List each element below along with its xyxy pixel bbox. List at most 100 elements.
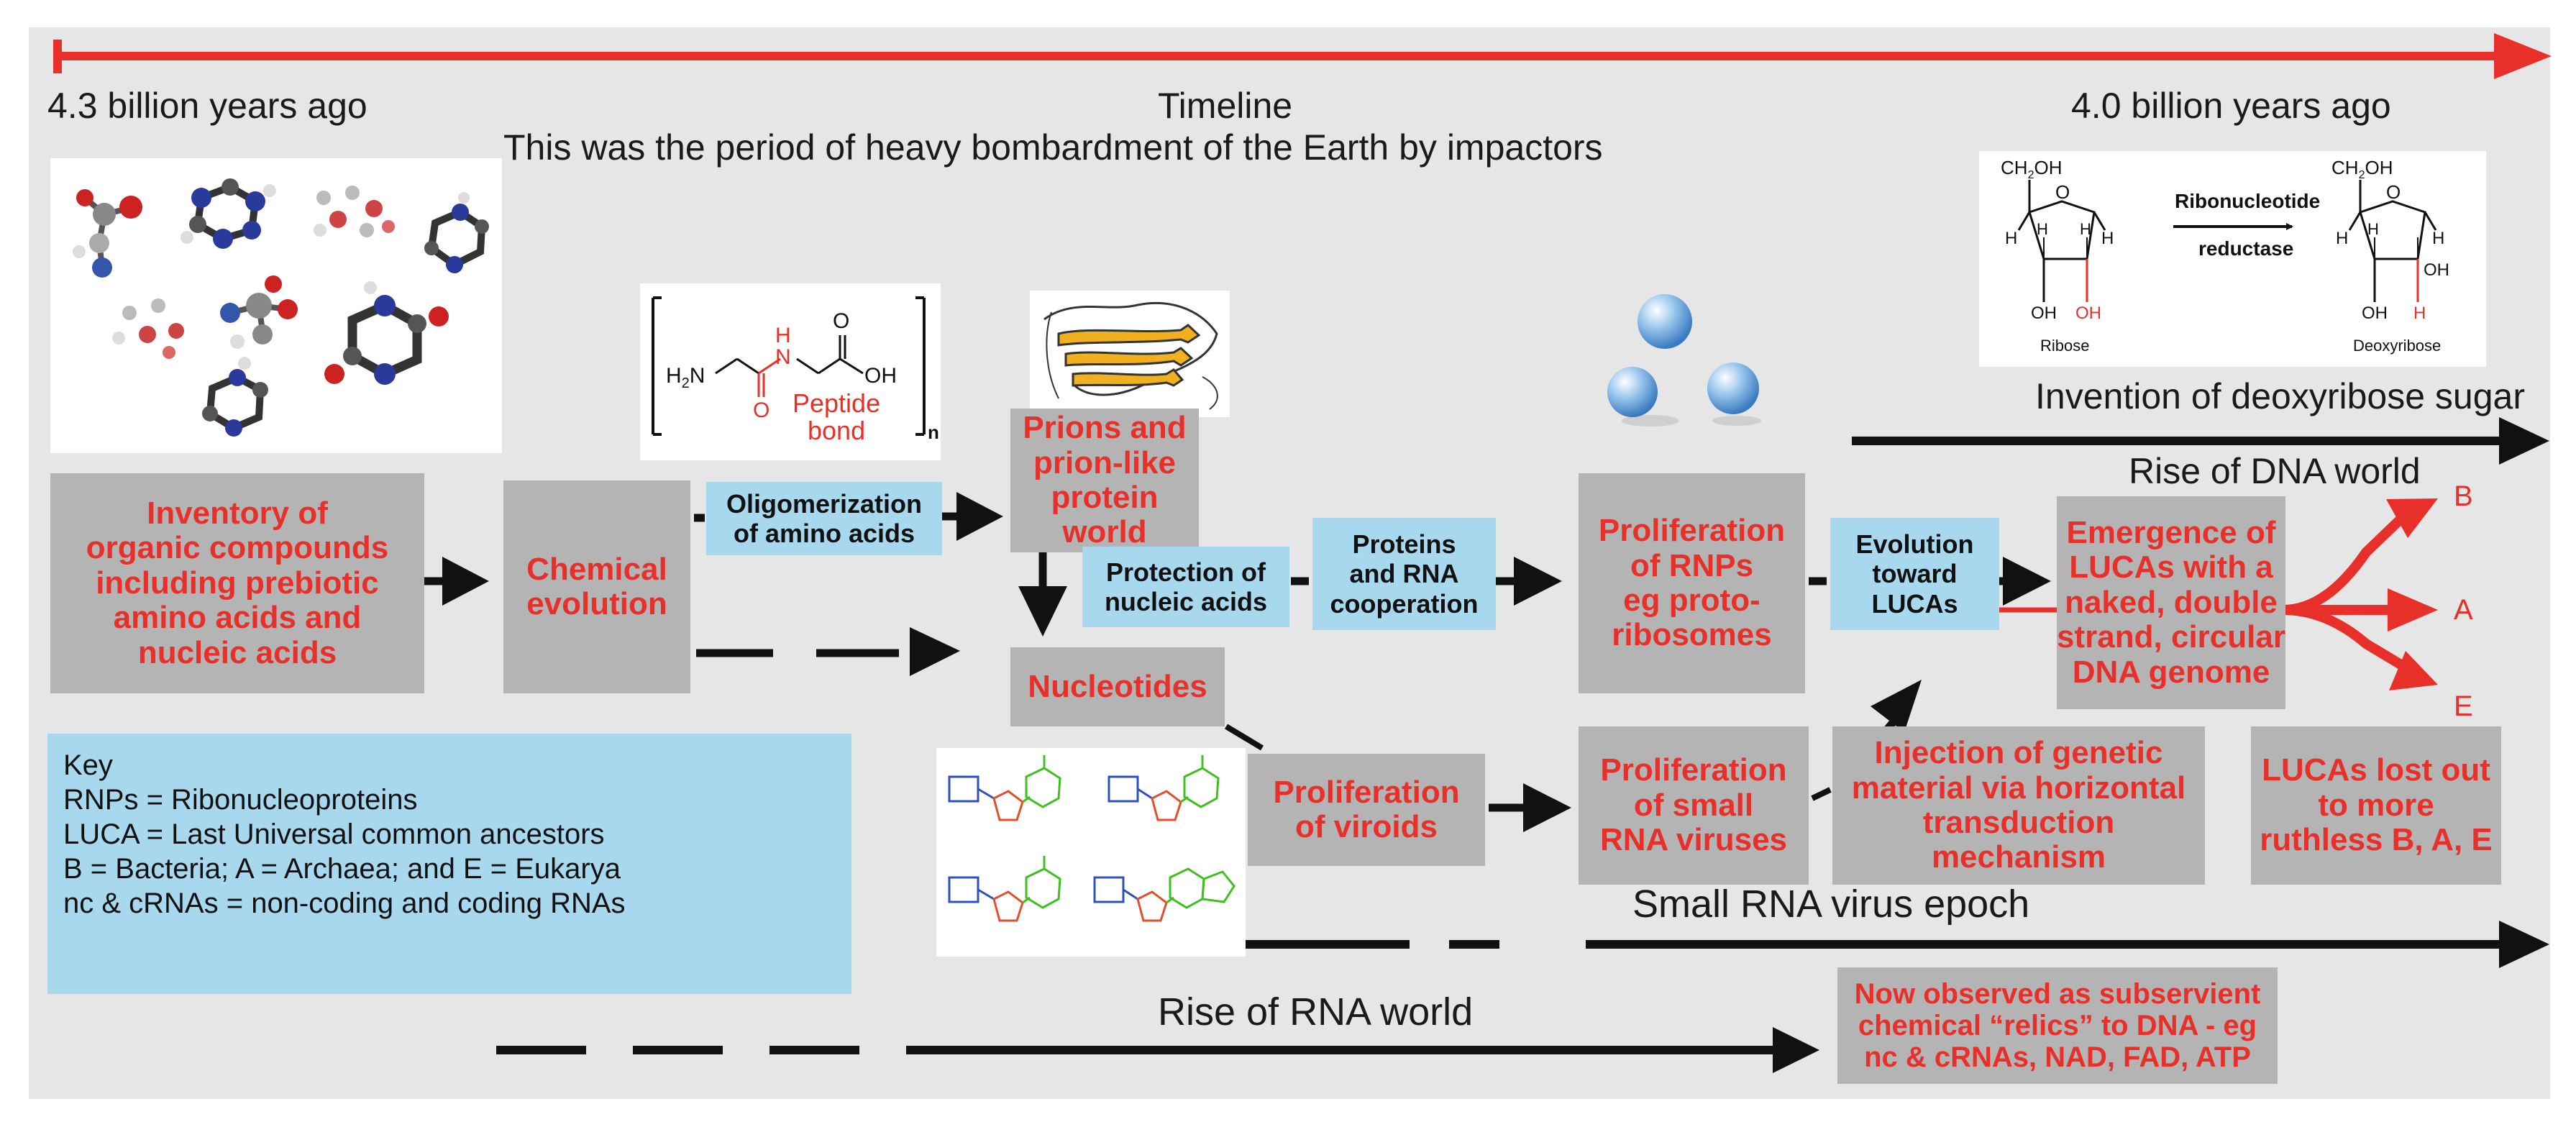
epoch-label-rna-world: Rise of RNA world: [1158, 990, 1474, 1034]
ribose-name: Ribose: [2040, 337, 2090, 355]
branch-label-bacteria: B: [2454, 480, 2473, 512]
ribose-h4: H: [2080, 220, 2091, 238]
molecule-purine-2: [202, 357, 268, 437]
molecule-sugar-2: [112, 298, 184, 359]
deoxyribose-h3: H: [2367, 220, 2379, 238]
nucleotides-image: [936, 748, 1246, 957]
sugar-structures: [2017, 180, 2437, 302]
deoxyribose-ring: [2348, 180, 2437, 302]
branch-arrow-e: [2389, 651, 2438, 690]
deoxyribose-ch2oh: CH2OH: [2331, 157, 2393, 182]
deoxyribose-h1: H: [2336, 229, 2349, 248]
molecule-sugar-1: [314, 186, 395, 237]
deoxyribose-oh1: OH: [2362, 304, 2388, 323]
arrow-evolution-to-emergence: [1999, 557, 2051, 606]
epoch-label-dna-world: Rise of DNA world: [2129, 451, 2421, 491]
peptide-structure: [652, 296, 926, 436]
arrow-chemical-to-nucleotides: [696, 627, 960, 676]
ribose-ring: [2017, 180, 2106, 302]
epoch-label-small-rna-virus: Small RNA virus epoch: [1632, 882, 2030, 926]
ribose-h2: H: [2101, 229, 2114, 248]
bubble-top: [1638, 294, 1692, 349]
enzyme-name-1: Ribonucleotide: [2175, 190, 2321, 212]
key-line-rnas: nc & cRNAs = non-coding and coding RNAs: [63, 888, 626, 919]
key-line-rnps: RNPs = Ribonucleoproteins: [63, 784, 418, 816]
deoxyribose-ring-o: O: [2386, 181, 2401, 203]
ribose-ch2oh: CH2OH: [2001, 157, 2063, 182]
deoxyribose-name: Deoxyribose: [2353, 337, 2442, 355]
timeline-end-label: 4.0 billion years ago: [2071, 86, 2391, 126]
ribose-deoxyribose-image: CH2OH O H H H H OH OH Ribose Ribonucleot…: [1979, 151, 2486, 367]
arrow-small-rna-epoch: [1244, 921, 2549, 968]
branch-lines: [1992, 498, 2438, 690]
key-legend: Key RNPs = Ribonucleoproteins LUCA = Las…: [47, 734, 851, 994]
deoxyribose-oh-side: OH: [2424, 260, 2449, 280]
timeline-subtitle: This was the period of heavy bombardment…: [503, 127, 1603, 168]
enzyme-name-2: reductase: [2198, 237, 2294, 260]
nucleotide-structures: [948, 755, 1236, 922]
branch-label-eukarya: E: [2454, 690, 2473, 722]
arrow-oligomerization-to-prions: [942, 492, 1003, 541]
ribose-oh1: OH: [2031, 304, 2057, 323]
arrow-viroids-to-small-rna: [1489, 783, 1571, 832]
molecule-amino-2: [220, 275, 298, 349]
bubble-left: [1607, 367, 1658, 417]
rnp-bubbles: [1607, 294, 1761, 427]
arrow-dna-world: [1852, 417, 2549, 465]
protein-ribbon: [1043, 301, 1218, 410]
peptide-oh-label: OH: [864, 364, 897, 388]
arrow-inventory-to-chemical: [424, 557, 489, 606]
nucleotide-1: [948, 755, 1061, 821]
arrow-rna-world: [496, 1027, 1819, 1073]
molecule-amino: [73, 189, 142, 278]
bubble-right: [1707, 362, 1759, 414]
ribose-h1: H: [2005, 229, 2018, 248]
nucleotide-3: [948, 856, 1061, 922]
protein-structure-image: [1030, 291, 1230, 417]
nucleotide-2: [1107, 755, 1220, 821]
peptide-repeat-n: n: [928, 421, 939, 443]
molecule-models: [73, 178, 489, 437]
molecules-image: [50, 158, 502, 453]
ribose-ring-o: O: [2055, 181, 2070, 203]
arrow-nucleotides-to-viroids: [1224, 724, 1264, 751]
molecule-purine-1: [181, 178, 276, 249]
branch-label-archaea: A: [2454, 594, 2473, 626]
timeline-bar: [53, 33, 2552, 79]
arrow-proteins-to-rnps: [1496, 557, 1562, 606]
peptide-acid-o: O: [833, 309, 850, 333]
peptide-carbonyl-o: O: [753, 398, 770, 422]
molecule-pyrimidine-2: [324, 281, 449, 385]
ribose-oh2: OH: [2075, 304, 2101, 323]
deoxyribose-h-red: H: [2413, 304, 2426, 323]
timeline-start-label: 4.3 billion years ago: [47, 86, 367, 126]
timeline-title: Timeline: [1158, 86, 1293, 126]
ribose-h3: H: [2037, 220, 2048, 238]
box-nucleotides: Nucleotides: [1010, 647, 1225, 726]
branch-arrow-b: [2386, 498, 2438, 538]
peptide-amine-label: H2N: [666, 364, 705, 391]
timeline-arrowhead: [2494, 33, 2552, 79]
molecule-pyrimidine-1: [424, 192, 489, 273]
nucleotide-4: [1093, 867, 1236, 922]
arrow-prions-to-nucleotides: [1018, 547, 1067, 637]
deoxyribose-h2: H: [2432, 229, 2445, 248]
